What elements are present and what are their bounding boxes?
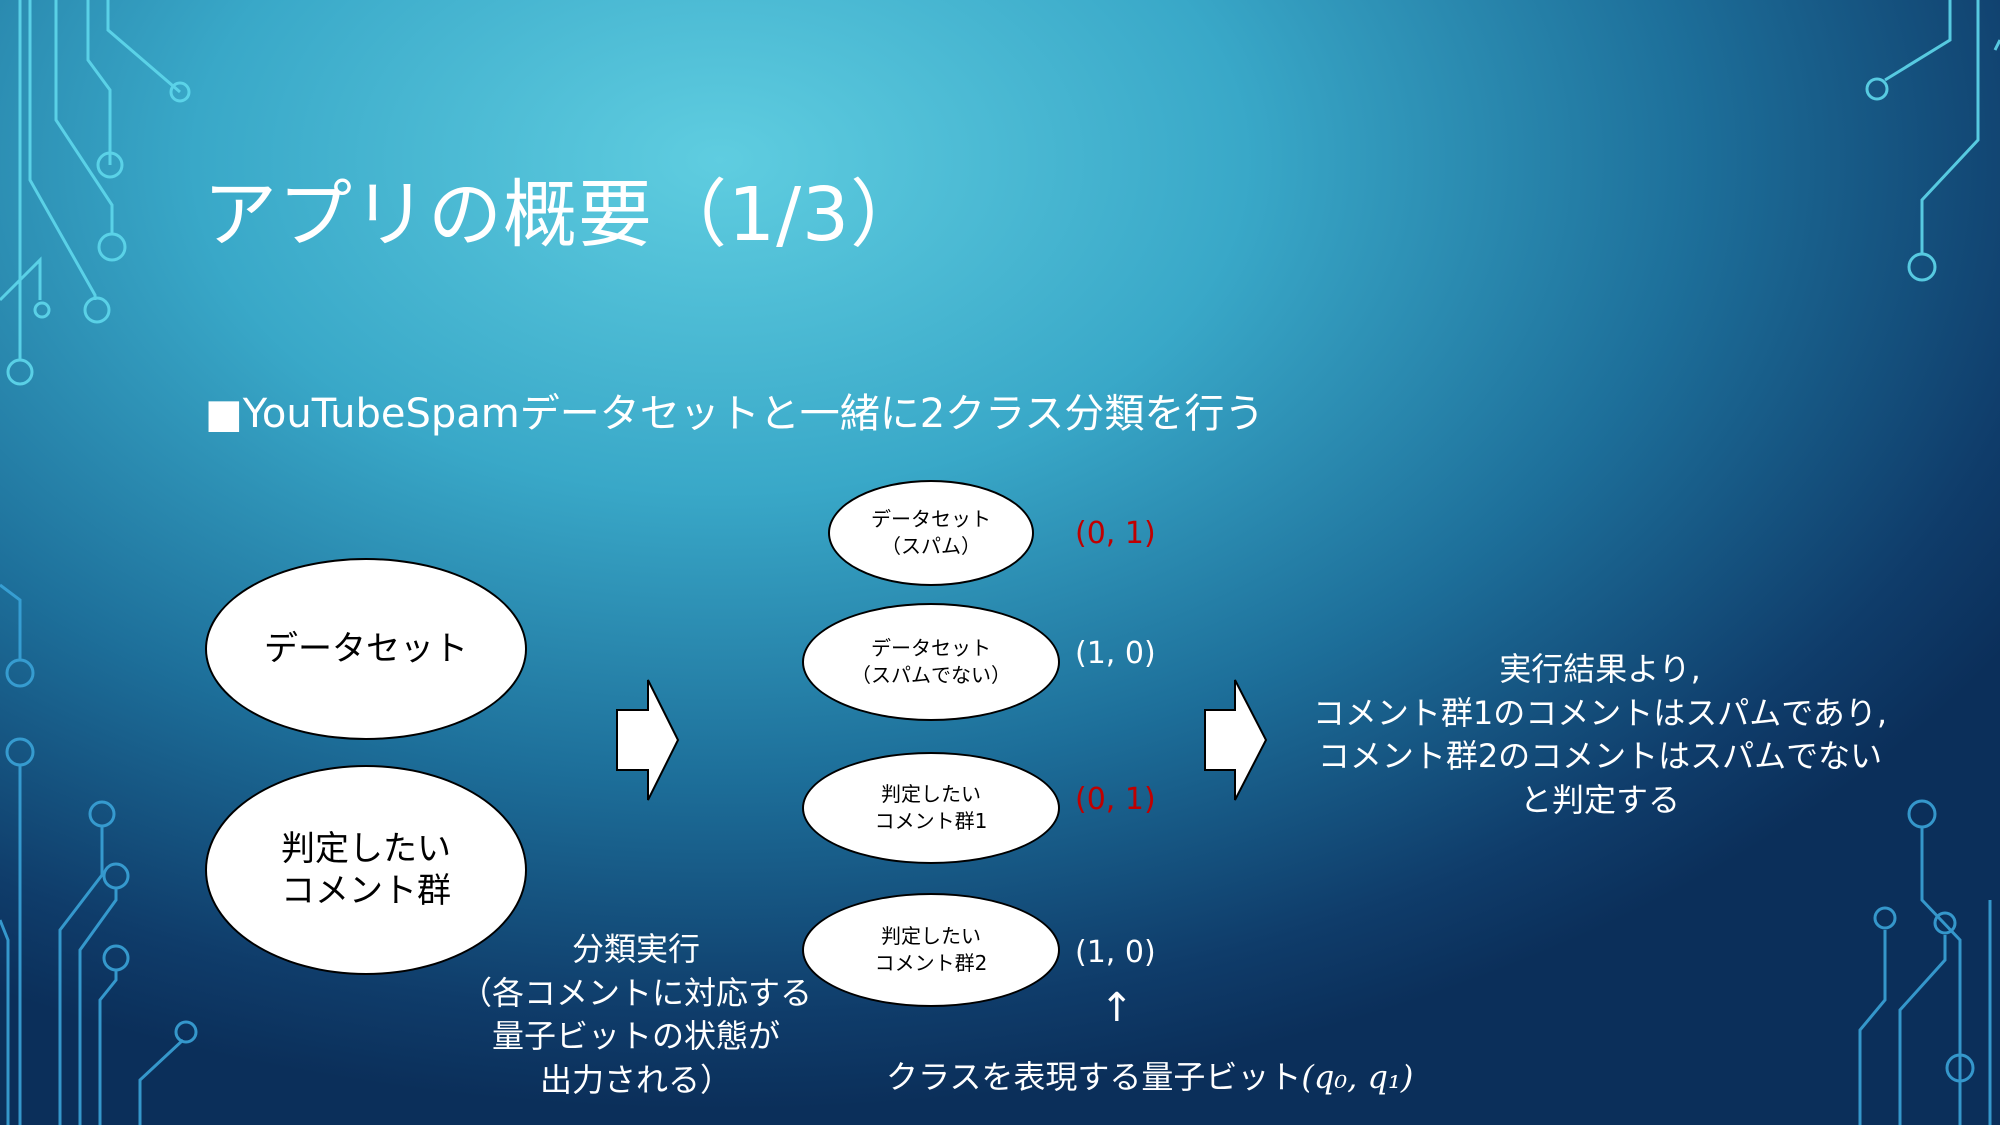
output-ellipse-group2: 判定したい コメント群2 [802, 893, 1060, 1007]
target-comments-label: 判定したい コメント群 [281, 828, 451, 912]
output-label: 判定したい コメント群1 [874, 782, 988, 833]
flow-arrows [616, 679, 1268, 801]
dataset-ellipse: データセット [205, 558, 527, 740]
target-comments-ellipse: 判定したい コメント群 [205, 765, 527, 975]
result-note: 実行結果より, コメント群1のコメントはスパムであり, コメント群2のコメントは… [1312, 650, 1888, 819]
up-arrow-icon: ↑ [1100, 985, 1134, 1031]
dataset-label: データセット [264, 628, 468, 669]
output-ellipse-group1: 判定したい コメント群1 [802, 752, 1060, 864]
output-ellipse-not-spam: データセット （スパムでない） [802, 603, 1060, 721]
state-vector: (1, 0) [1075, 935, 1156, 970]
subtitle: ■YouTubeSpamデータセットと一緒に2クラス分類を行う [205, 391, 1265, 437]
page-title: アプリの概要（1/3） [203, 172, 926, 258]
qubit-annotation-text: クラスを表現する量子ビット [886, 1058, 1302, 1096]
execution-note: 分類実行 （各コメントに対応する 量子ビットの状態が 出力される） [459, 930, 812, 1099]
state-vector: (0, 1) [1075, 782, 1156, 817]
output-label: 判定したい コメント群2 [874, 924, 988, 975]
state-vector: (1, 0) [1075, 636, 1156, 671]
qubit-annotation-math: (q₀, q₁) [1301, 1058, 1414, 1096]
output-label: データセット （スパム） [871, 507, 991, 558]
output-label: データセット （スパムでない） [851, 636, 1011, 687]
state-vector: (0, 1) [1075, 516, 1156, 551]
output-ellipse-spam: データセット （スパム） [828, 480, 1034, 586]
qubit-annotation: クラスを表現する量子ビット(q₀, q₁) [886, 1052, 1413, 1098]
